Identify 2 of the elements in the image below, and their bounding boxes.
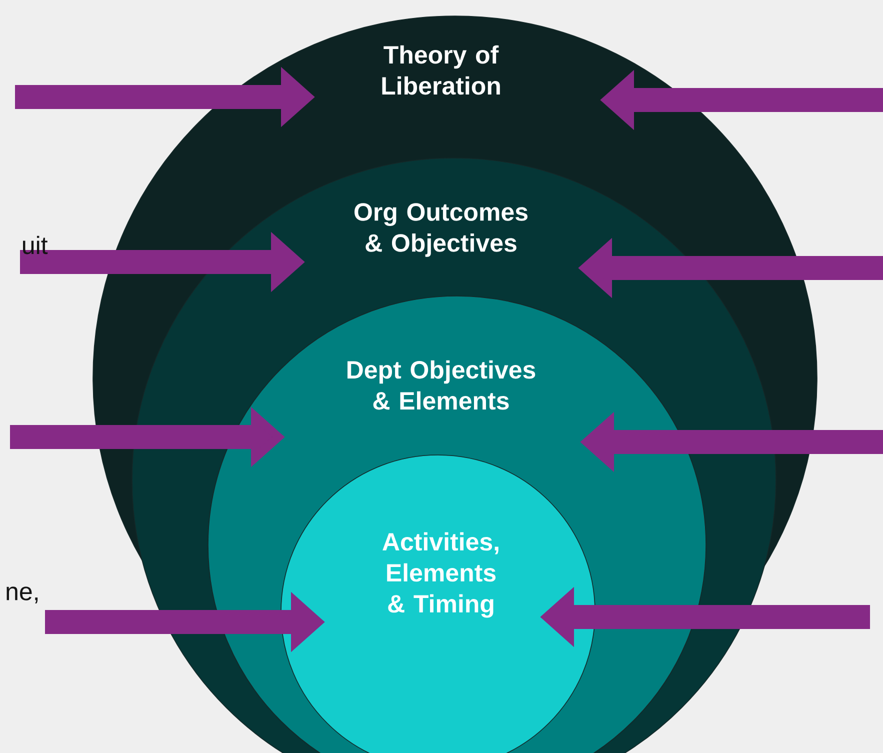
partial-text: uit <box>23 236 48 254</box>
partial-text: ne, <box>6 586 38 604</box>
